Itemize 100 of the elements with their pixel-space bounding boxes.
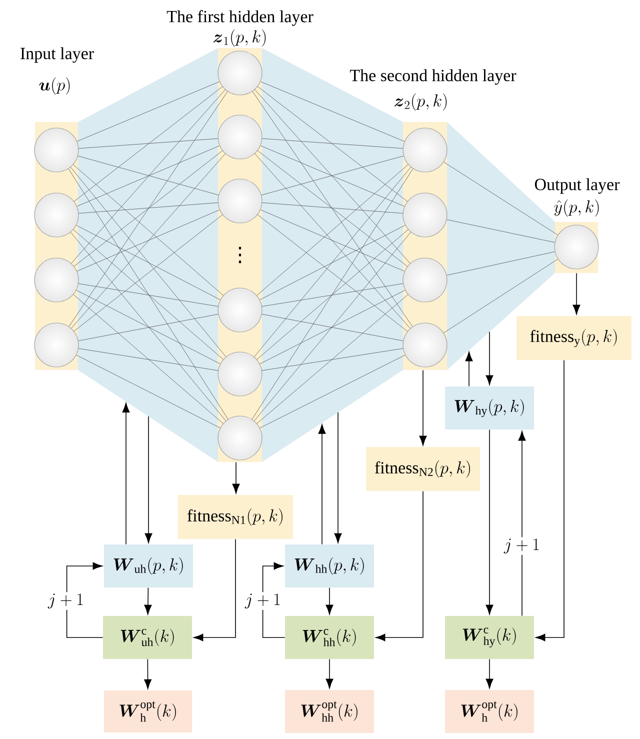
connection-line [74, 86, 223, 202]
connection-line [76, 225, 220, 300]
connection-line [262, 202, 403, 214]
arrow [419, 370, 427, 446]
weight-box: $\boldsymbol{W}_{\mathrm{hh}}^{\mathrm{c}}(k)$ [285, 616, 374, 659]
arrow [486, 658, 494, 689]
weight-box: $\boldsymbol{W}_{\mathrm{hy}}(p,k)$ [445, 386, 534, 430]
layer-formula: $\hat{y}(p,k)$ [554, 199, 599, 217]
connection-line [260, 290, 406, 364]
layer-title: Output layer [534, 178, 620, 194]
connection-line [446, 219, 555, 243]
arrow [465, 352, 473, 387]
neuron-circle [402, 192, 448, 238]
arrow [144, 587, 152, 614]
arrow [318, 424, 326, 545]
arrow [122, 402, 130, 545]
connection-line [256, 294, 408, 424]
edge-label: $j+1$ [502, 537, 542, 555]
connection-line [74, 214, 223, 332]
layer-formula: $\boldsymbol{u}(p)$ [39, 77, 70, 95]
weight-box: $\boldsymbol{W}_{\mathrm{h}}^{\mathrm{opt}}(k)$ [445, 690, 534, 733]
fitness-box: $\mathrm{fitness}_{\mathrm{N2}}(p,k)$ [366, 447, 480, 491]
connection-line [78, 202, 218, 214]
connection-line [252, 168, 414, 420]
connection-line [73, 294, 224, 424]
neuron-circle [218, 50, 262, 96]
fitness-box: $\mathrm{fitness}_{\mathrm{N1}}(p,k)$ [178, 495, 293, 539]
neuron-circle [554, 224, 599, 270]
edge-label: $j+1$ [46, 592, 86, 610]
arrow [536, 360, 564, 642]
weight-box: $\boldsymbol{W}_{\mathrm{hh}}^{\mathrm{opt}}(k)$ [285, 690, 374, 733]
arrow [326, 658, 334, 689]
neuron-circle [218, 288, 262, 332]
connection-line [76, 290, 220, 364]
arrow [232, 462, 240, 494]
connection-line [262, 138, 403, 149]
connection-line [78, 348, 218, 371]
connection-line [256, 164, 408, 296]
connection-line [258, 86, 408, 202]
connection-line [73, 164, 224, 296]
arrow [194, 538, 236, 642]
connection-line [444, 162, 558, 236]
connection-line [256, 229, 408, 360]
connection-line [74, 150, 223, 266]
connection-line [260, 145, 405, 207]
weight-box: $\boldsymbol{W}_{\mathrm{uh}}^{\mathrm{c}}(k)$ [103, 616, 192, 659]
connection-line [254, 167, 411, 358]
arrow [144, 658, 152, 689]
connection-line [261, 156, 404, 196]
connection-line [257, 150, 408, 267]
layer-title: The second hidden layer [350, 69, 516, 85]
neuron-circle [34, 258, 79, 302]
neuron-circle [34, 128, 79, 172]
connection-line [70, 167, 226, 357]
connection-line [254, 89, 410, 264]
connection-line [262, 283, 404, 307]
connection-line [252, 91, 413, 327]
neuron-circle [402, 322, 448, 368]
weight-box: $\boldsymbol{W}_{\mathrm{h}}^{\mathrm{opt}}(k)$ [104, 690, 192, 732]
weight-box: $\boldsymbol{W}_{\mathrm{hy}}^{\mathrm{c}}(k)$ [445, 616, 534, 659]
connection-line [260, 354, 406, 428]
neuron-circle [34, 192, 79, 238]
connection-line [76, 81, 220, 142]
connection-line [444, 258, 558, 334]
layer-title: The first hidden layer [166, 10, 314, 26]
connection-line [254, 153, 410, 329]
arrow [486, 429, 494, 614]
neuron-circle [218, 416, 262, 460]
neuron-circle [34, 322, 79, 368]
layer-title: Input layer [20, 47, 94, 63]
weight-box: $\boldsymbol{W}_{\mathrm{uh}}(p,k)$ [104, 544, 193, 588]
neuron-circle [218, 114, 262, 160]
layer-formula: $\boldsymbol{z}_{2}(p,k)$ [394, 93, 447, 111]
arrow [376, 490, 424, 642]
arrow [486, 331, 494, 385]
connection-line [76, 146, 220, 206]
connection-line [68, 91, 228, 327]
arrow [326, 587, 334, 614]
arrow [144, 416, 152, 543]
connection-line [68, 168, 228, 420]
connection-line [262, 348, 404, 371]
connection-line [254, 232, 411, 422]
weight-box: $\boldsymbol{W}_{\mathrm{hh}}(p,k)$ [285, 544, 374, 588]
connection-line [78, 314, 218, 342]
neuron-circle [402, 258, 448, 302]
connection-line [71, 89, 226, 264]
arrow [334, 412, 342, 543]
arrow [518, 431, 526, 616]
neuron-circle [402, 128, 448, 172]
layer-formula: $\boldsymbol{z}_{1}(p,k)$ [214, 29, 266, 47]
connection-line [70, 232, 226, 421]
ellipsis-dots: ⋮ [238, 246, 242, 264]
arrow [572, 272, 580, 314]
neuron-circle [218, 178, 262, 224]
connection-line [260, 225, 406, 300]
fitness-box: $\mathrm{fitness}_{\mathrm{y}}(p,k)$ [516, 316, 632, 360]
connection-line [262, 314, 404, 342]
connection-line [78, 283, 218, 307]
connection-line [78, 156, 219, 196]
connection-line [76, 210, 220, 272]
